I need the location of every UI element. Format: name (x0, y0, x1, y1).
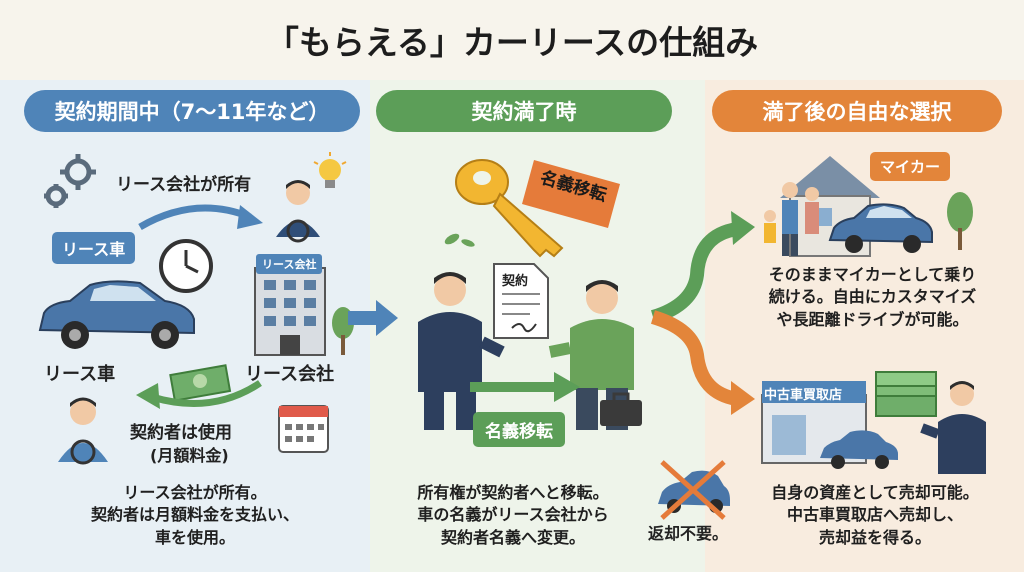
mycar-tag: マイカー (870, 152, 951, 181)
family-icon (764, 182, 819, 256)
caption-line: 契約者名義へ変更。 (440, 527, 585, 547)
header-during-contract: 契約期間中（7〜11年など） (24, 90, 360, 132)
transfer-arrow-icon (470, 372, 580, 402)
page-title: 「もらえる」カーリースの仕組み (265, 23, 759, 62)
caption-line: 車の名義がリース会社から (417, 505, 609, 525)
caption-line: 自身の資産として売却可能。 (771, 483, 979, 502)
user-label: 契約者は使用 (130, 423, 232, 443)
caption-line: リース会社が所有。 (123, 483, 267, 502)
lease-car-label: リース車 (44, 364, 116, 385)
branch-arrows-icon (650, 211, 755, 415)
key-icon (455, 159, 564, 258)
shop-building-icon (761, 381, 867, 464)
crossed-car-icon (658, 460, 730, 520)
no-return-label: 返却不要。 (648, 524, 729, 543)
curved-arrow-right-icon (138, 204, 263, 231)
contract-document-icon (493, 263, 549, 339)
key-tag-shape (522, 160, 620, 228)
car-icon (38, 280, 195, 349)
money-icon (169, 364, 232, 402)
sold-car-icon (820, 430, 898, 469)
lease-car-tag: リース車 (52, 232, 136, 264)
caption-line: そのままマイカーとして乗り (768, 265, 977, 284)
dealer-person-icon (920, 381, 986, 474)
caption-line: 中古車買取店へ売却し、 (786, 505, 963, 525)
transfer-tag: 名義移転 (473, 412, 565, 447)
caption-option-sell: 自身の資産として売却可能。 中古車買取店へ売却し、 売却益を得る。 (750, 482, 1000, 549)
gear-icon (44, 154, 96, 208)
office-building-icon (254, 267, 326, 356)
curved-arrow-left-icon (136, 380, 262, 409)
header-contract-end: 契約満了時 (376, 90, 672, 132)
caption-line: 契約者は月額料金を支払い、 (90, 505, 299, 525)
lease-company-label: リース会社 (245, 364, 335, 385)
person-user-icon (58, 397, 108, 465)
contract-label: 契約 (502, 274, 529, 289)
briefcase-icon (600, 392, 642, 426)
shop-sign: 中古車買取店 (764, 388, 843, 403)
caption-option-keep: そのままマイカーとして乗り 続ける。自由にカスタマイズ や長距離ドライブが可能。 (750, 264, 995, 331)
caption-line: 売却益を得る。 (818, 527, 931, 547)
leaf-icon (444, 233, 475, 247)
trees-icon (947, 192, 973, 250)
header-free-choice: 満了後の自由な選択 (712, 90, 1002, 132)
column-bg-after (705, 80, 1024, 572)
owner-label: リース会社が所有 (116, 175, 252, 195)
family-car-icon (828, 203, 933, 253)
fee-label: (月額料金) (150, 446, 229, 465)
caption-during: リース会社が所有。 契約者は月額料金を支払い、 車を使用。 (40, 482, 350, 549)
person-driver-icon (276, 180, 320, 243)
arrow-right-icon (348, 300, 398, 336)
caption-line: 車を使用。 (154, 527, 235, 547)
lightbulb-icon (313, 152, 347, 188)
cash-stack-icon (875, 371, 937, 417)
caption-line: 続ける。自由にカスタマイズ (768, 287, 977, 307)
calendar-icon (278, 405, 329, 453)
building-sign: リース会社 (256, 254, 323, 274)
businessman-icon (418, 272, 505, 430)
caption-end: 所有権が契約者へと移転。 車の名義がリース会社から 契約者名義へ変更。 (382, 482, 644, 549)
clock-icon (159, 239, 213, 293)
caption-line: や長距離ドライブが可能。 (776, 309, 969, 329)
caption-line: 所有権が契約者へと移転。 (417, 483, 609, 502)
